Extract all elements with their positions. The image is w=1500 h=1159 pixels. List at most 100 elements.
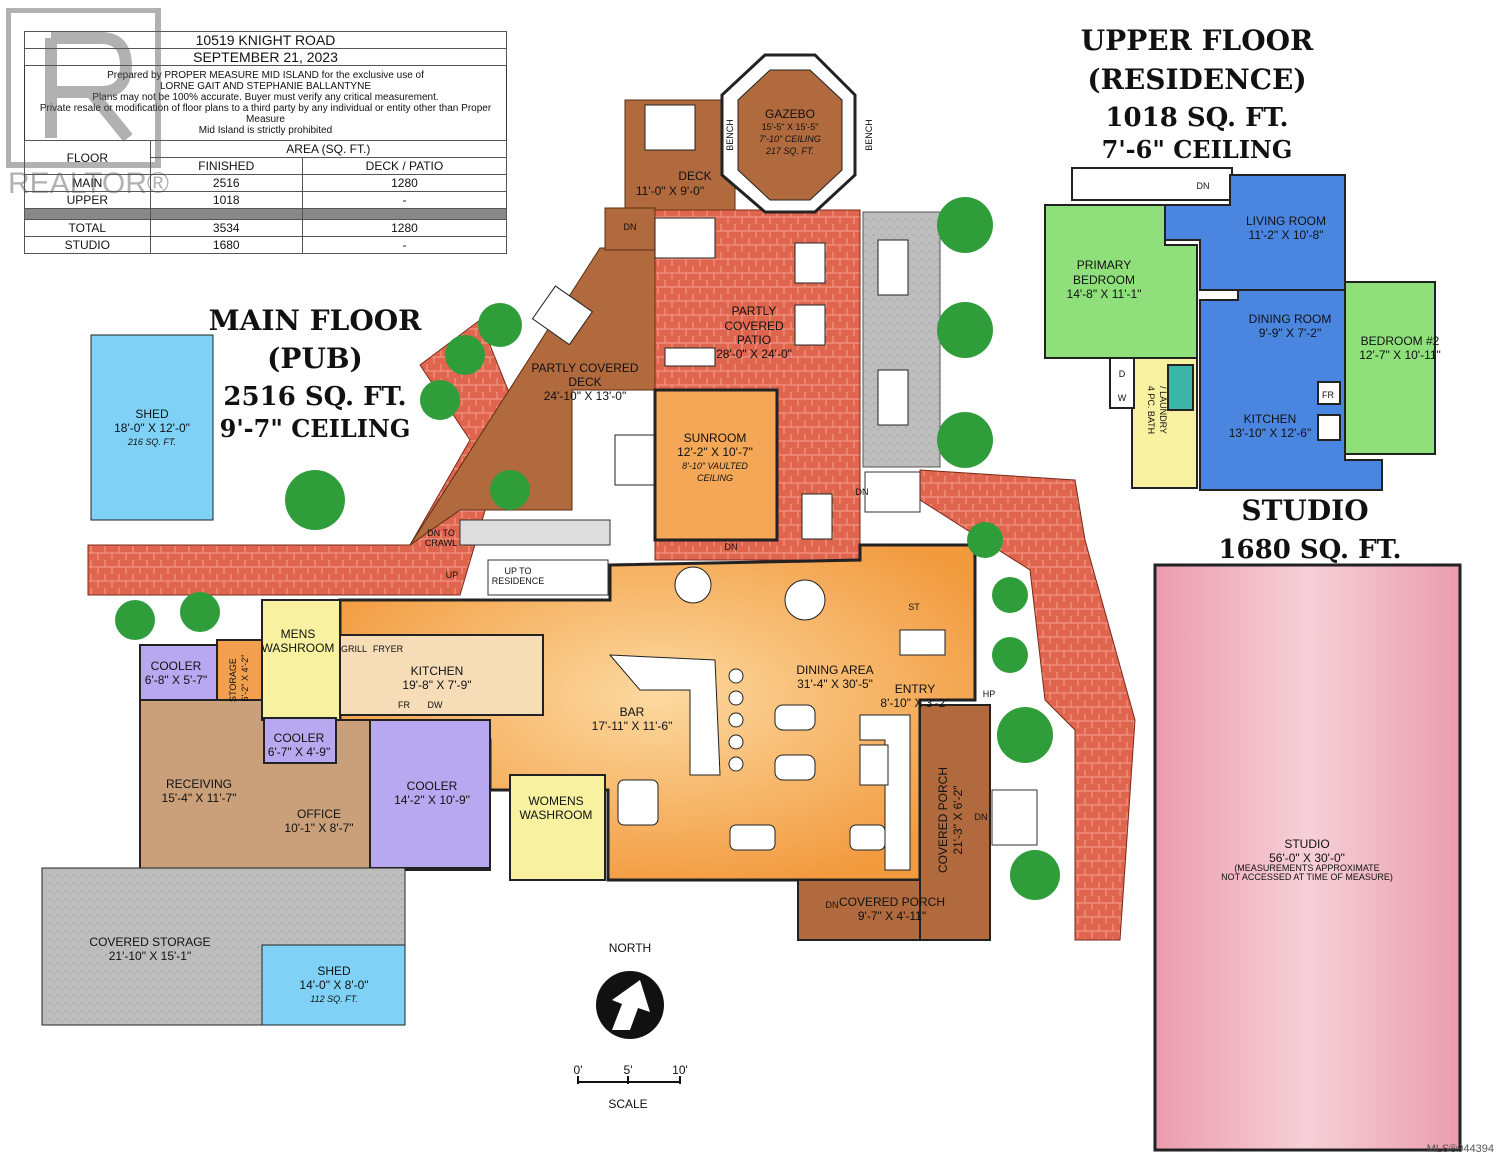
gazebo-dim: 15'-5" X 15'-5": [762, 122, 819, 132]
realtor-wordmark: REALTOR®: [8, 167, 169, 200]
dn-crawl-label: DN TO: [427, 528, 455, 538]
shed1-dim: 18'-0" X 12'-0": [114, 421, 190, 435]
disclaimer-line-2: Private resale or modification of floor …: [39, 103, 492, 125]
covered-storage-dim: 21'-10" X 15'-1": [109, 949, 191, 963]
disclaimer-line-1: Plans may not be 100% accurate. Buyer mu…: [92, 92, 439, 103]
room-labels: GAZEBO 15'-5" X 15'-5" 7'-10" CEILING 21…: [89, 107, 1440, 1111]
pc-deck-dim: 24'-10" X 13'-0": [544, 389, 626, 403]
bench: [664, 347, 716, 367]
fryer-label: FRYER: [373, 644, 404, 654]
cooler3-label: COOLER: [407, 779, 458, 793]
logo-r: [45, 32, 133, 142]
kitchen-label: KITCHEN: [411, 664, 464, 678]
dining-dim: 31'-4" X 30'-5": [797, 677, 873, 691]
dining-room-dim: 9'-9" X 7'-2": [1259, 326, 1321, 340]
main-floor-area: 2516 SQ. FT.: [223, 382, 406, 412]
cell: -: [301, 236, 508, 254]
patio-label-2: COVERED: [724, 319, 784, 333]
patio-furniture: [531, 104, 909, 540]
booth: [617, 779, 659, 826]
upper-floor-title: UPPER FLOOR: [1081, 24, 1314, 57]
office-dim: 10'-1" X 8'-7": [284, 821, 353, 835]
scale-label: SCALE: [608, 1097, 647, 1111]
main-floor-ceiling: 9'-7" CEILING: [220, 414, 411, 443]
patio-label-3: PATIO: [737, 333, 771, 347]
mens-label: MENS: [281, 627, 316, 641]
shed2-label: SHED: [317, 964, 351, 978]
dn-label: DN: [856, 487, 869, 497]
cooler2-dim: 6'-7" X 4'-9": [268, 745, 330, 759]
bench-table: [614, 434, 656, 486]
office-label: OFFICE: [297, 807, 341, 821]
tree: [1010, 850, 1060, 900]
cooler-room-3: [369, 719, 491, 869]
cooler-room-2: [263, 717, 337, 764]
north-arrow-icon: [596, 971, 664, 1039]
living-label: LIVING ROOM: [1246, 214, 1326, 228]
womens-label-2: WASHROOM: [520, 808, 593, 822]
logo-frame: [6, 8, 161, 168]
womens-washroom: [509, 774, 606, 881]
cooler1-label: COOLER: [151, 659, 202, 673]
up-label: UP: [446, 570, 459, 580]
scale-tick-5: 5': [624, 1063, 633, 1077]
patio-table: [877, 239, 909, 296]
table: [859, 744, 889, 786]
trees: [115, 197, 1060, 900]
tree: [937, 302, 993, 358]
storage-dim: 6'-2" X 4'-2": [240, 655, 250, 702]
porch1-label: COVERED PORCH: [936, 767, 950, 873]
hp-label: HP: [983, 689, 996, 699]
stair-block: [991, 789, 1038, 846]
stair-block: [459, 519, 611, 546]
bench-table: [654, 217, 716, 259]
tree: [992, 577, 1028, 613]
area-table: 10519 KNIGHT ROAD SEPTEMBER 21, 2023 Pre…: [24, 31, 508, 254]
upper-floor-area: 1018 SQ. FT.: [1105, 103, 1288, 133]
tree: [997, 707, 1053, 763]
shed-2: [261, 944, 406, 1026]
main-floor-title: MAIN FLOOR: [209, 304, 423, 337]
sunroom-ceiling: 8'-10" VAULTED: [682, 461, 748, 471]
tree: [992, 637, 1028, 673]
shed1-label: SHED: [135, 407, 169, 421]
shed1-sqft: 216 SQ. FT.: [127, 437, 176, 447]
living-dim: 11'-2" X 10'-8": [1249, 228, 1324, 242]
bench-label: BENCH: [864, 119, 874, 151]
studio-area: 1680 SQ. FT.: [1218, 535, 1401, 565]
studio-dim: 56'-0" X 30'-0": [1269, 851, 1345, 865]
stool: [728, 756, 744, 772]
sunroom-dim: 12'-2" X 10'-7": [677, 445, 753, 459]
row-total: TOTAL 3534 1280: [24, 219, 508, 237]
tree: [937, 412, 993, 468]
client-names: LORNE GAIT AND STEPHANIE BALLANTYNE: [160, 81, 371, 92]
stove: [1317, 414, 1341, 441]
patio-table: [794, 304, 826, 346]
porch2-label: COVERED PORCH: [839, 895, 945, 909]
kitchen-up-label: KITCHEN: [1244, 412, 1297, 426]
shed-1: [90, 334, 214, 521]
mens-washroom: [261, 599, 341, 721]
cell: STUDIO: [24, 236, 151, 254]
bench-table: [531, 285, 594, 346]
fridge: [1317, 381, 1341, 405]
col-deck: DECK / PATIO: [301, 157, 508, 175]
disclaimer-line-3: Mid Island is strictly prohibited: [198, 125, 333, 136]
cooler2-label: COOLER: [274, 731, 325, 745]
sunroom-label: SUNROOM: [684, 431, 747, 445]
patio-table: [794, 242, 826, 284]
tree: [478, 303, 522, 347]
table: [774, 754, 816, 781]
table: [849, 824, 886, 851]
stool: [728, 668, 744, 684]
covered-porch-front: [797, 879, 921, 941]
tree: [937, 197, 993, 253]
north-label: NORTH: [609, 941, 651, 955]
up-residence-label-2: RESIDENCE: [492, 576, 545, 586]
sunroom: [653, 388, 779, 542]
studio-title: STUDIO: [1241, 494, 1368, 527]
round-table: [674, 566, 712, 604]
scale-tick-10: 10': [672, 1063, 688, 1077]
mens-label-2: WASHROOM: [262, 641, 335, 655]
mls-number: MLS®944394: [1426, 1143, 1494, 1155]
